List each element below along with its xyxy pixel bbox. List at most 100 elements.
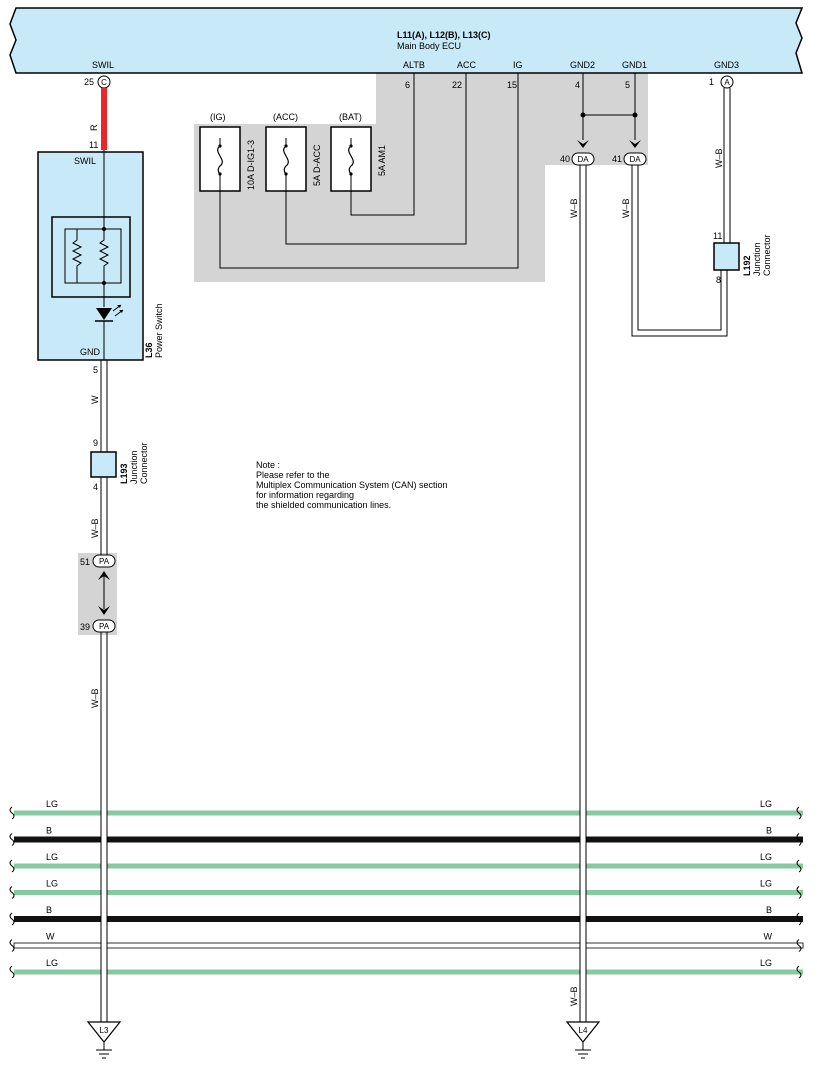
bus-line — [14, 890, 803, 895]
svg-text:4: 4 — [93, 482, 98, 492]
svg-text:PA: PA — [99, 622, 110, 631]
fuse-ig: (IG) 10A D-IG1-3 — [199, 112, 256, 192]
svg-text:SWIL: SWIL — [74, 156, 96, 166]
pin-num-swil: 25 — [84, 77, 94, 87]
wire-wb-l193-pa — [100, 477, 108, 556]
svg-text:L36: L36 — [144, 342, 154, 358]
svg-text:(ACC): (ACC) — [273, 112, 298, 122]
bus-break-mark — [9, 859, 15, 873]
bus-line — [14, 863, 803, 869]
pin-num-gnd1: 5 — [625, 80, 630, 90]
pin-num-gnd2: 4 — [575, 80, 580, 90]
svg-text:L3: L3 — [100, 1026, 109, 1035]
led-icon — [95, 304, 124, 360]
bus-break-mark — [9, 912, 15, 926]
bus-label-right: LG — [760, 958, 772, 968]
wire-color-wb-4: W–B — [569, 986, 579, 1006]
da-right-num: 41 — [612, 154, 622, 164]
svg-text:Please refer to the: Please refer to the — [256, 470, 330, 480]
wire-acc — [285, 73, 467, 245]
connector-pa-upper: PA — [92, 554, 116, 568]
wire-color-wb-2: W–B — [90, 688, 100, 708]
svg-text:8: 8 — [716, 275, 721, 285]
connector-a: A — [720, 75, 734, 89]
wire-color-r: R — [89, 124, 99, 131]
fuse-area-shade — [194, 73, 648, 282]
svg-text:10A D-IG1-3: 10A D-IG1-3 — [246, 140, 256, 190]
wire-wb-gnd3-loop — [631, 88, 731, 337]
bus-label-right: LG — [760, 879, 772, 889]
bus-label-right: LG — [760, 852, 772, 862]
svg-text:5A D-ACC: 5A D-ACC — [312, 144, 322, 186]
bus-label-right: B — [766, 826, 772, 836]
ground-l4: L4 — [565, 1021, 601, 1059]
fuse-bat: (BAT) 5A AM1 — [330, 112, 387, 192]
bus-break-mark — [796, 859, 802, 873]
bus-break-mark — [9, 939, 15, 952]
pa-lower-num: 39 — [80, 622, 90, 632]
pin-name-ig: IG — [513, 60, 523, 70]
ecu-title: L11(A), L12(B), L13(C) — [397, 30, 491, 40]
da-arrow-left — [577, 140, 589, 148]
bus-break-mark — [9, 806, 15, 820]
bus-break-mark — [9, 965, 15, 979]
bus-line — [14, 916, 803, 922]
svg-text:Multiplex Communication System: Multiplex Communication System (CAN) sec… — [256, 480, 448, 490]
connector-da-left: DA — [571, 152, 595, 166]
bus-break-mark — [796, 965, 802, 979]
svg-text:(BAT): (BAT) — [339, 112, 362, 122]
bus-break-mark — [9, 833, 15, 846]
bus-line — [14, 836, 803, 843]
svg-text:L192: L192 — [742, 255, 752, 276]
ground-icon — [96, 1049, 112, 1059]
pin-name-gnd2: GND2 — [570, 60, 595, 70]
bus-break-mark — [796, 939, 802, 952]
svg-text:PA: PA — [99, 557, 110, 566]
bus-label-left: LG — [46, 799, 58, 809]
bus-break-mark — [796, 912, 802, 926]
pa-upper-num: 51 — [80, 557, 90, 567]
svg-text:GND: GND — [80, 347, 101, 357]
pin-name-acc: ACC — [457, 60, 477, 70]
power-switch-l36: 11 SWIL GND L36 Power Switch — [37, 140, 164, 361]
svg-text:A: A — [724, 78, 730, 87]
bus-label-right: LG — [760, 799, 772, 809]
connector-pa-lower: PA — [92, 619, 116, 633]
bus-break-mark — [796, 833, 802, 846]
pin-name-gnd3: GND3 — [714, 60, 739, 70]
svg-text:DA: DA — [577, 155, 589, 164]
bus-label-left: LG — [46, 852, 58, 862]
svg-text:C: C — [101, 78, 107, 87]
svg-text:the shielded communication lin: the shielded communication lines. — [256, 500, 391, 510]
da-arrow-right — [629, 140, 641, 148]
bus-line — [14, 810, 803, 816]
resistor-icon — [98, 229, 110, 283]
wire-color-wb-5: W–B — [621, 198, 631, 218]
wire-ig — [219, 73, 519, 269]
svg-text:DA: DA — [629, 155, 641, 164]
wire-gnd-bridge — [582, 73, 636, 140]
da-left-num: 40 — [560, 154, 570, 164]
splice-point — [632, 112, 638, 118]
ground-l3: L3 — [86, 1021, 122, 1059]
pin-num-acc: 22 — [452, 80, 462, 90]
svg-text:Note :: Note : — [256, 460, 280, 470]
svg-text:L4: L4 — [579, 1026, 588, 1035]
svg-text:(IG): (IG) — [210, 112, 226, 122]
bus-line — [13, 942, 804, 949]
svg-text:Power Switch: Power Switch — [154, 303, 164, 358]
svg-text:Connector: Connector — [762, 234, 772, 276]
wire-w-lower — [100, 360, 108, 452]
pin-num-gnd3: 1 — [709, 77, 714, 87]
pin-num-gnd-l36: 5 — [93, 365, 98, 375]
connector-da-right: DA — [623, 152, 647, 166]
bus-break-mark — [796, 886, 802, 899]
bus-label-left: LG — [46, 879, 58, 889]
connector-c: C — [97, 75, 111, 89]
wire-color-wb-3: W–B — [569, 198, 579, 218]
wire-color-w: W — [90, 395, 100, 404]
bus-line — [14, 969, 803, 975]
pin-num-altb: 6 — [405, 80, 410, 90]
bus-label-left: B — [46, 905, 52, 915]
svg-text:Connector: Connector — [139, 442, 149, 484]
